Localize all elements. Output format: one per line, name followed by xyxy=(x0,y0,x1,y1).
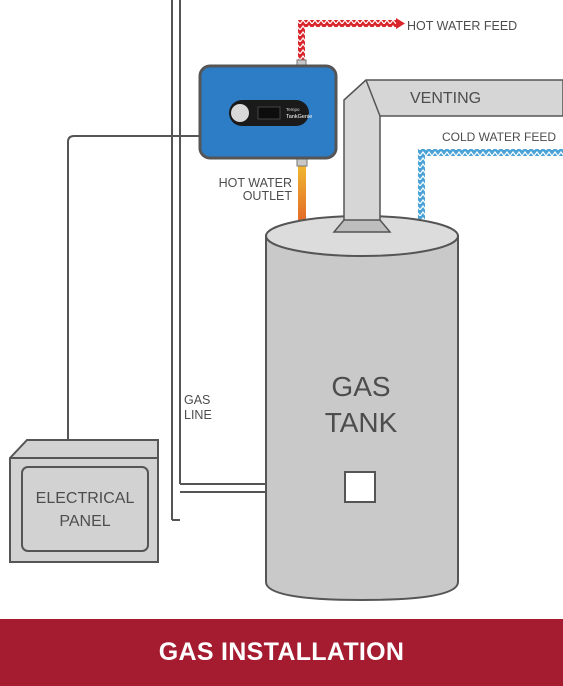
gas-valve-box xyxy=(344,471,376,503)
cold-water-feed-label: COLD WATER FEED xyxy=(442,130,556,144)
gas-line-label-1: GAS xyxy=(184,393,210,407)
tankgenie-device xyxy=(198,64,338,160)
hot-water-outlet-label-2: OUTLET xyxy=(243,189,293,203)
electrical-panel xyxy=(9,439,159,563)
device-brand-2: TankGenie xyxy=(286,114,312,120)
electrical-wire xyxy=(67,135,205,446)
diagram-canvas: HOT WATER FEED VENTING COLD WATER FEED H… xyxy=(9,0,563,602)
venting-label: VENTING xyxy=(410,90,481,107)
title-banner: GAS INSTALLATION xyxy=(0,619,563,686)
banner-title: GAS INSTALLATION xyxy=(158,638,405,666)
panel-label-1: ELECTRICAL xyxy=(36,490,135,507)
hot-water-feed-pipe xyxy=(296,18,405,71)
tank-label-1: GAS xyxy=(331,371,390,402)
gas-line-label-2: LINE xyxy=(184,408,212,422)
gas-tank xyxy=(265,215,459,602)
hot-water-outlet-label-1: HOT WATER xyxy=(219,176,292,190)
tank-label-2: TANK xyxy=(325,407,398,438)
panel-label-2: PANEL xyxy=(59,513,110,530)
cold-water-feed-pipe xyxy=(418,149,563,232)
device-brand-1: Tempo xyxy=(286,107,300,112)
gas-main-pipe xyxy=(171,0,181,521)
hot-water-feed-label: HOT WATER FEED xyxy=(407,19,517,33)
venting-duct xyxy=(332,79,563,233)
